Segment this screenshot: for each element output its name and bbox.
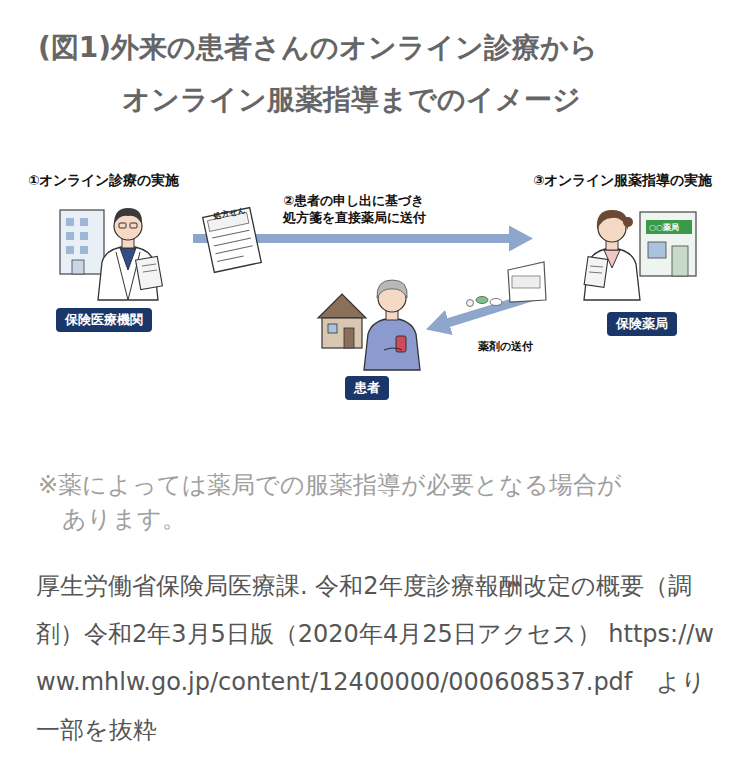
doctor-figure bbox=[98, 208, 162, 300]
medicine bbox=[467, 262, 547, 307]
note: ※薬によっては薬局での服薬指導が必要となる場合が あります。 bbox=[38, 468, 628, 536]
step-heading: ③オンライン服薬指導の実施 bbox=[533, 172, 712, 190]
arrow-label: ②患者の申し出に基づき 処方箋を直接薬局に送付 bbox=[283, 192, 430, 226]
step-heading: ①オンライン診療の実施 bbox=[28, 172, 179, 190]
source-caption: 厚生労働省保険局医療課. 令和2年度診療報酬改定の概要（調剤）令和2年3月5日版… bbox=[36, 562, 726, 754]
pharmacy-building bbox=[640, 212, 696, 276]
hospital-building bbox=[60, 210, 104, 274]
node-area: ①オンライン診療の実施保険医療機関 bbox=[28, 172, 193, 338]
patient-figure bbox=[364, 280, 420, 370]
node-area: 患者 bbox=[318, 272, 426, 400]
node-area: ③オンライン服薬指導の実施保険薬局 bbox=[533, 172, 738, 338]
actor-label: 保険薬局 bbox=[607, 312, 677, 336]
paper-label: 処方せん bbox=[213, 205, 246, 221]
arrow-label: 薬剤の送付 bbox=[478, 338, 533, 355]
pharmacist-figure bbox=[584, 210, 640, 300]
figure-title: (図1)外来の患者さんのオンライン診療から オンライン服薬指導までのイメージ bbox=[38, 22, 604, 126]
shop-sign: ○○薬局 bbox=[649, 222, 679, 233]
actor-label: 患者 bbox=[345, 376, 389, 400]
actor-label: 保険医療機関 bbox=[56, 308, 152, 332]
house bbox=[318, 294, 366, 348]
